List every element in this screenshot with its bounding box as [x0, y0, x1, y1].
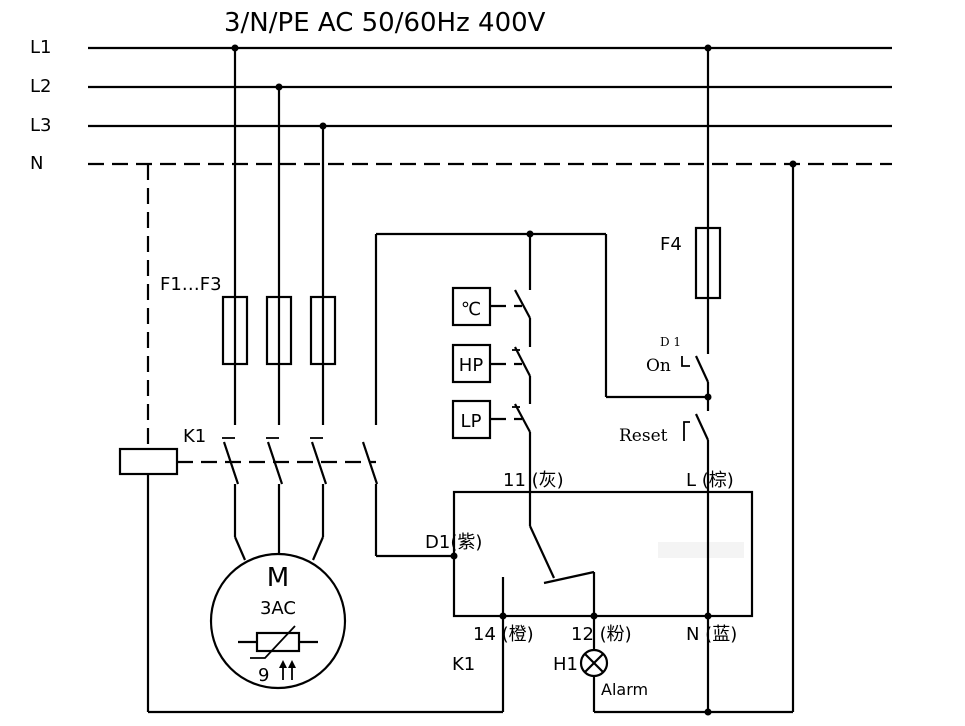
reset-switch-actuator-icon: [683, 421, 690, 441]
temperature-icon: ℃: [461, 299, 481, 320]
lp-label: LP: [461, 411, 482, 432]
motor: M 3AC 9: [209, 552, 347, 690]
relay-contact: [529, 525, 555, 579]
reset-label: Reset: [619, 426, 668, 446]
coil-k1: [118, 447, 179, 476]
supply-lines: L1 L2 L3 N: [30, 37, 892, 174]
label-l2: L2: [30, 76, 51, 97]
fuses-f1-f3: [221, 295, 337, 366]
terminal-d1-dot: [450, 552, 458, 560]
thermistor-icon: [255, 631, 301, 653]
label-l3: L3: [30, 115, 51, 136]
relay-label-area: [658, 542, 744, 558]
on-prefix: D 1: [660, 335, 681, 349]
label-l1: L1: [30, 37, 51, 58]
on-switch-actuator-icon: [681, 356, 690, 367]
supply-title: 3/N/PE AC 50/60Hz 400V: [224, 8, 546, 38]
motor-symbol: M: [267, 563, 289, 593]
terminal-11: 11 (灰): [503, 470, 564, 491]
sensor-high-pressure: HP: [451, 343, 522, 384]
thermistor-slash-icon: [250, 625, 296, 659]
contactor-label: K1: [183, 426, 206, 447]
label-n: N: [30, 153, 43, 174]
fuse-f4-label: F4: [660, 234, 682, 255]
terminal-12: 12 (粉): [571, 624, 632, 645]
on-switch: [695, 355, 709, 383]
junction-neutral-bottom: [704, 708, 712, 716]
contactor-aux-label: K1: [452, 654, 475, 675]
hp-label: HP: [459, 355, 484, 376]
terminal-l: L (棕): [686, 470, 734, 491]
lamp-id: H1: [553, 654, 578, 675]
sensor-temperature: ℃: [451, 286, 522, 327]
motor-type: 3AC: [260, 598, 296, 619]
arrows-up-icon: [279, 660, 296, 680]
motor-sensor-label: 9: [258, 665, 269, 686]
on-label: On: [646, 356, 671, 376]
motor-circle: [209, 552, 347, 690]
reset-switch: [695, 413, 709, 441]
lamp-label: Alarm: [601, 680, 648, 699]
terminal-d1: D1(紫): [425, 532, 482, 553]
sensor-low-pressure: LP: [451, 399, 522, 440]
terminal-n: N (蓝): [686, 624, 737, 645]
fuses-label: F1…F3: [160, 274, 222, 295]
